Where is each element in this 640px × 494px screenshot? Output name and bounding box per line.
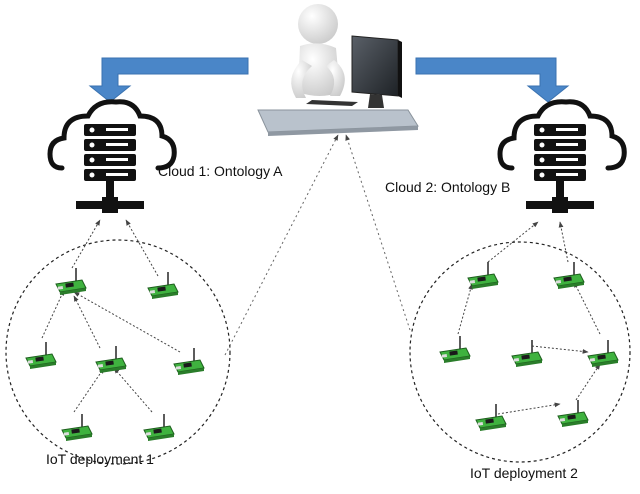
- deployment-2-links: [457, 221, 601, 415]
- iot-deployment-1-label: IoT deployment 1: [46, 451, 154, 467]
- sensor-node-icon: [147, 271, 179, 300]
- iot-deployment-2-label: IoT deployment 2: [470, 465, 578, 481]
- user-at-computer-icon: [257, 4, 419, 136]
- sensor-node-icon: [95, 345, 127, 374]
- deployment-1-sensors: [25, 267, 205, 442]
- sensor-node-icon: [553, 261, 585, 290]
- cloud-1-label: Cloud 1: Ontology A: [158, 163, 283, 179]
- iot-deployment-1-boundary: [5, 239, 231, 465]
- arrow-to-cloud-1: [88, 57, 249, 103]
- sensor-node-icon: [61, 413, 93, 442]
- deployment-2-sensors: [439, 261, 619, 432]
- sensor-node-icon: [475, 403, 507, 432]
- sensor-node-icon: [511, 339, 543, 368]
- sensor-node-icon: [25, 341, 57, 370]
- arrow-to-cloud-2: [415, 57, 570, 103]
- deployment-1-links: [41, 219, 181, 413]
- cloud-server-icon: [497, 99, 627, 213]
- sensor-node-icon: [143, 413, 175, 442]
- cloud-2-label: Cloud 2: Ontology B: [385, 179, 510, 195]
- iot-deployment-2-boundary: [409, 241, 631, 463]
- cloud-server-icon: [47, 99, 177, 213]
- deployment-to-user-links: [224, 134, 411, 356]
- sensor-node-icon: [173, 347, 205, 376]
- sensor-node-icon: [55, 267, 87, 296]
- sensor-node-icon: [467, 261, 499, 290]
- sensor-node-icon: [557, 399, 589, 428]
- sensor-node-icon: [439, 335, 471, 364]
- sensor-node-icon: [587, 339, 619, 368]
